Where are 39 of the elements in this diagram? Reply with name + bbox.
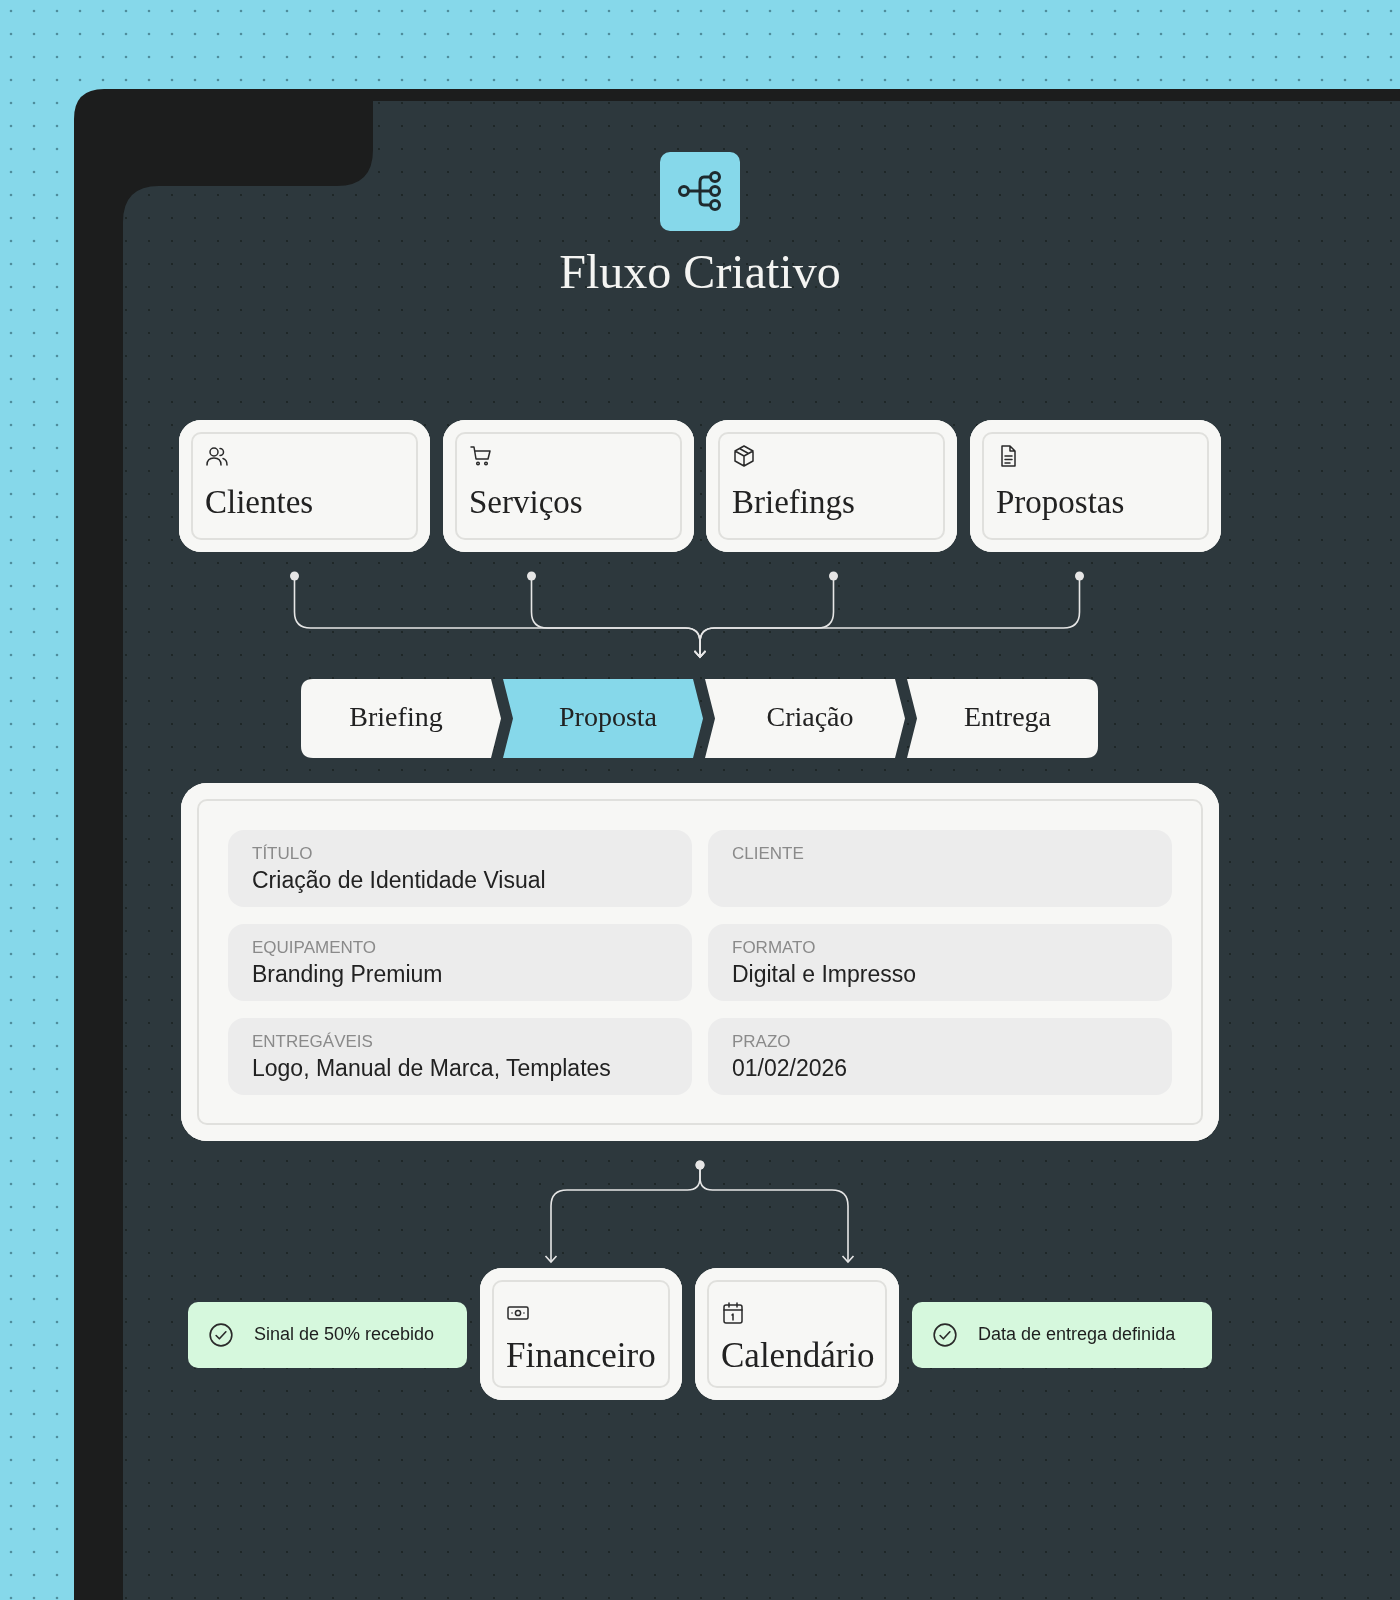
field-label: ENTREGÁVEIS [252,1032,373,1052]
field-label: PRAZO [732,1032,791,1052]
category-card [695,1268,899,1400]
stage-label: Proposta [558,701,658,733]
card-title: Briefings [732,484,855,521]
card-title: Financeiro [506,1336,656,1376]
card-title: Propostas [996,484,1125,521]
card-title: Calendário [721,1336,875,1376]
stage-step [503,679,703,758]
category-card [480,1268,682,1400]
category-card [706,420,957,552]
field-value: Branding Premium [252,961,443,988]
stage-step [705,679,905,758]
status-text: Sinal de 50% recebido [254,1324,435,1345]
stage-label: Briefing [348,701,444,733]
field-label: FORMATO [732,938,816,958]
field-value: 01/02/2026 [732,1055,848,1082]
details-card [181,783,1219,1141]
category-card [970,420,1221,552]
stage-label: Entrega [962,701,1053,733]
stage-label: Criação [765,701,855,733]
field-value: Logo, Manual de Marca, Templates [252,1055,611,1082]
connector-arrow [693,571,1084,658]
card-title: Serviços [469,484,583,521]
field-label: EQUIPAMENTO [252,938,377,958]
card-title: Clientes [205,484,314,521]
status-badge [912,1302,1212,1368]
status-text: Data de entrega definida [978,1324,1176,1345]
field-label: TÍTULO [252,844,313,864]
stage-step [907,679,1098,758]
stage-step [301,679,501,758]
field-value: Digital e Impresso [732,961,917,988]
category-card [443,420,694,552]
status-badge [188,1302,467,1368]
field-label: CLIENTE [732,844,804,864]
connector-arrow [695,1160,855,1263]
diagram-title: Fluxo Criativo [558,244,842,299]
field-value: Criação de Identidade Visual [252,867,546,894]
category-card [179,420,430,552]
